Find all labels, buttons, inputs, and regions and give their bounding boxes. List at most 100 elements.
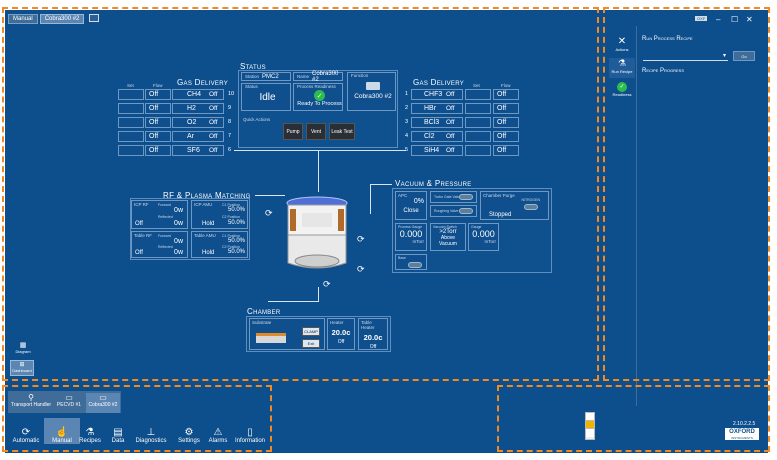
tool-tab-cobra[interactable]: ▭ Cobra300 #2	[86, 393, 120, 413]
actions-button[interactable]: ✕ Actions	[611, 36, 633, 56]
heater-box[interactable]: Heater 20.0c Off	[327, 318, 355, 350]
roughing-toggle[interactable]	[459, 208, 473, 214]
vent-button[interactable]: Vent	[306, 123, 326, 140]
gas-left-flow-4[interactable]: Off	[145, 131, 171, 142]
gas-right-flow-4[interactable]: Off	[493, 131, 519, 142]
vacuum-connector	[370, 184, 392, 185]
gas-right-set-3[interactable]	[465, 117, 491, 128]
gas-right-flow-3[interactable]: Off	[493, 117, 519, 128]
gas-left-gas-5[interactable]: SF6	[172, 145, 224, 156]
gas-left-gas-1[interactable]: CH4	[172, 89, 224, 100]
breadcrumb-manual[interactable]: Manual	[8, 14, 38, 24]
icp-amu-box[interactable]: ICP AMU C1 Position 50.0% C2 Position Ho…	[191, 200, 248, 229]
hbase-toggle[interactable]	[408, 262, 422, 268]
gas-left-set-2[interactable]	[118, 103, 144, 114]
clamp-button[interactable]: CLAMP	[302, 327, 320, 336]
nav-manual[interactable]: ☝Manual	[44, 418, 80, 444]
nav-information[interactable]: ▯Information	[230, 418, 270, 444]
gas-right-set-5[interactable]	[465, 145, 491, 156]
hbase-box[interactable]: Base	[395, 254, 427, 270]
nav-diagnostics[interactable]: ⊥Diagnostics	[132, 418, 170, 444]
gas-right-gas-5[interactable]: SiH4	[411, 145, 463, 156]
recipe-select[interactable]: ▾	[643, 53, 728, 61]
gas-right-flow-1[interactable]: Off	[493, 89, 519, 100]
breadcrumb-cobra[interactable]: Cobra300 #2	[39, 14, 85, 24]
gas-left-num-4: 7	[228, 133, 232, 139]
diagram-label: Diagram	[15, 349, 31, 354]
apc-box[interactable]: APC 0% Close	[395, 191, 427, 220]
connector-left	[234, 150, 406, 151]
icp-rf-box[interactable]: ICP RF Forward 0w Reflected Off 0w	[131, 200, 188, 229]
tool-tab-transport[interactable]: ⚲ Transport Handler	[10, 393, 52, 413]
process-gauge-box[interactable]: Process Gauge 0.000 mTorr	[395, 223, 427, 251]
status-label: Status	[245, 84, 258, 89]
nav-settings[interactable]: ⚙Settings	[171, 418, 207, 444]
oxford-logo-text: OXFORD	[729, 429, 755, 435]
gas-left-gas-2[interactable]: H2	[172, 103, 224, 114]
nav-automatic[interactable]: ⟳Automatic	[8, 418, 44, 444]
readiness-button[interactable]: ✓ Readiness	[611, 82, 633, 102]
chamber-purge-box[interactable]: Chamber Purge NITROGEN Stopped	[480, 191, 549, 220]
book-icon: ▯	[247, 427, 253, 438]
table-amu-box[interactable]: Table AMU C1 Position 50.0% C2 Position …	[191, 231, 248, 258]
gas-right-gas-1[interactable]: CHF3	[411, 89, 463, 100]
substrate-box[interactable]: Substrate CLAMP Exit	[249, 318, 325, 350]
run-recipe-button[interactable]: ⚗ Run Recipe	[609, 58, 635, 78]
roughing-label: Roughing Valve	[434, 209, 459, 213]
purge-toggle[interactable]	[524, 204, 538, 210]
gas-left-flow-5[interactable]: Off	[145, 145, 171, 156]
leak-test-button[interactable]: Leak Test	[329, 123, 355, 140]
diagram-tool[interactable]: ▦ Diagram	[12, 341, 34, 359]
oxford-badge: OXF	[695, 16, 708, 21]
gas-left-flow-2[interactable]: Off	[145, 103, 171, 114]
maximize-icon[interactable]: ☐	[731, 15, 739, 24]
roughing-valve-box[interactable]: Roughing Valve	[430, 205, 477, 217]
gas-left-set-5[interactable]	[118, 145, 144, 156]
gas-right-gas-5-value: Off	[446, 147, 455, 154]
icp-rf-label: ICP RF	[134, 202, 149, 207]
gas-right-set-1[interactable]	[465, 89, 491, 100]
gas-left-set-1[interactable]	[118, 89, 144, 100]
gas-left-set-4[interactable]	[118, 131, 144, 142]
gas-left-gas-3[interactable]: O2	[172, 117, 224, 128]
gauge-box[interactable]: Gauge 0.000 mTorr	[468, 223, 499, 251]
minimize-icon[interactable]: –	[716, 15, 721, 24]
gas-right-flow-2[interactable]: Off	[493, 103, 519, 114]
chamber-graphic[interactable]	[280, 193, 355, 273]
nav-alarms[interactable]: ⚠Alarms	[200, 418, 236, 444]
readiness-value: Ready To Process	[297, 101, 342, 107]
pump-button[interactable]: Pump	[283, 123, 303, 140]
close-icon[interactable]: ✕	[746, 15, 753, 24]
gas-right-set-4[interactable]	[465, 131, 491, 142]
gas-right-gas-4[interactable]: Cl2	[411, 131, 463, 142]
gas-right-num-1: 1	[405, 91, 409, 97]
tool-tab-pecvd[interactable]: ▭ PECVD #1	[54, 393, 84, 413]
table-state: Off	[135, 250, 143, 256]
nav-recipes[interactable]: ⚗Recipes	[72, 418, 108, 444]
gas-left-flow-1[interactable]: Off	[145, 89, 171, 100]
gas-left-gas-4[interactable]: Ar	[172, 131, 224, 142]
gas-right-gas-3[interactable]: BCl3	[411, 117, 463, 128]
icp-amu-label: ICP AMU	[194, 202, 213, 207]
nav-data[interactable]: ▤Data	[100, 418, 136, 444]
dashboard-tool[interactable]: ⊞ Dashboard	[10, 360, 34, 376]
go-button[interactable]: Go	[733, 51, 755, 61]
status-field: Status Idle	[241, 83, 291, 111]
map-pin-icon: ⚲	[28, 393, 34, 402]
table-rf-box[interactable]: Table RF Forward 0w Reflected Off 0w	[131, 231, 188, 258]
turbo-valve-box[interactable]: Turbo Gate Valve	[430, 191, 477, 203]
table-heater-box[interactable]: Table Heater 20.0c Off	[358, 318, 388, 350]
heater-state: Off	[337, 339, 345, 345]
gas-right-flow-5[interactable]: Off	[493, 145, 519, 156]
exit-button[interactable]: Exit	[302, 339, 320, 348]
gas-left-flow-3[interactable]: Off	[145, 117, 171, 128]
vacuum-switch-box[interactable]: Vacuum Switch >2Torr Above Vacuum	[430, 223, 466, 251]
gas-right-num-4: 4	[405, 133, 409, 139]
gas-left-set-3[interactable]	[118, 117, 144, 128]
gas-right-set-2[interactable]	[465, 103, 491, 114]
gas-right-num-2: 2	[405, 105, 409, 111]
chamber-purge-label: Chamber Purge	[483, 193, 515, 198]
gas-right-gas-2[interactable]: HBr	[411, 103, 463, 114]
turbo-toggle[interactable]	[459, 194, 473, 200]
